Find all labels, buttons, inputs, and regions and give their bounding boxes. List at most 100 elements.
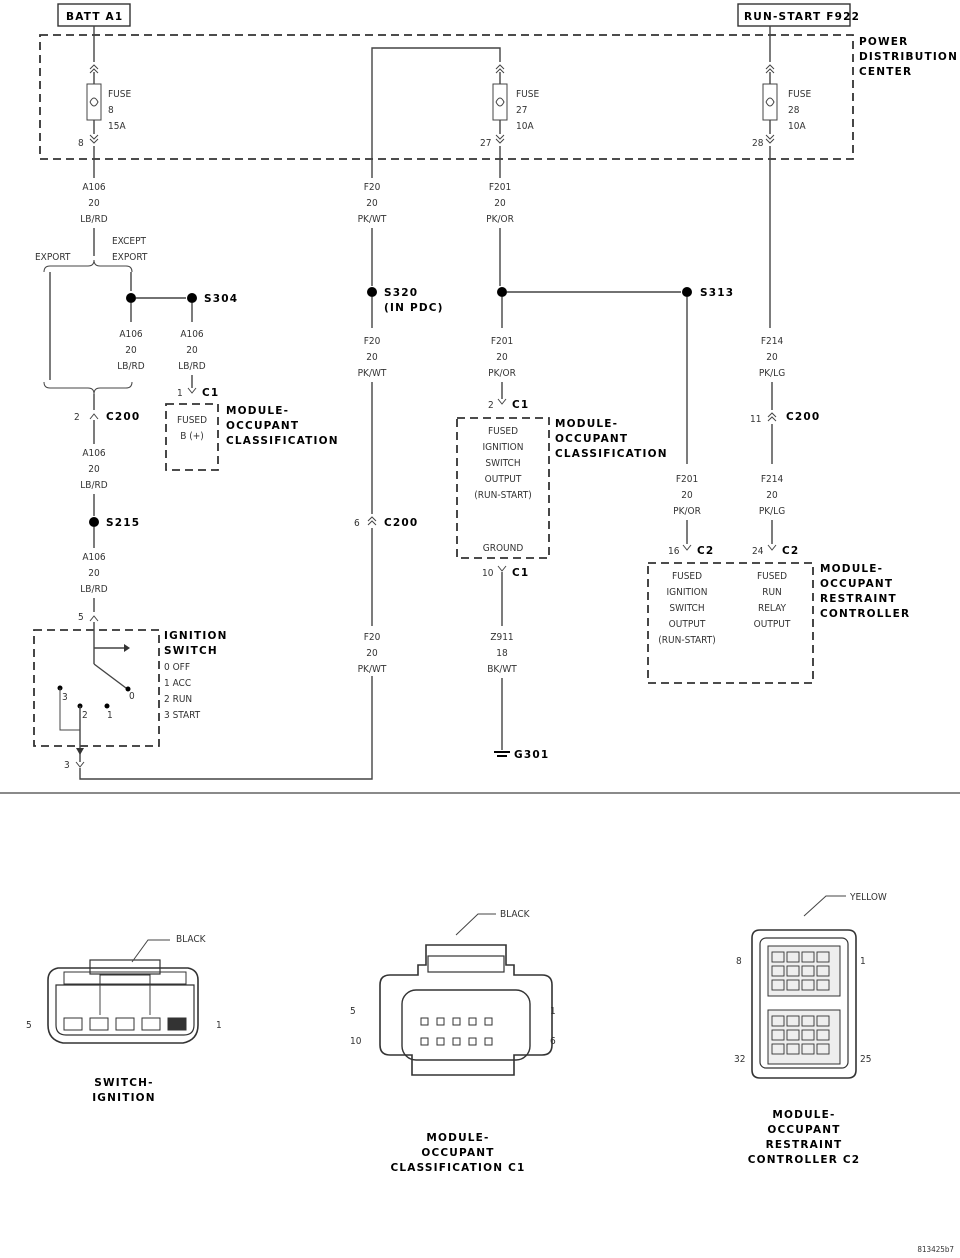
ign-pos-2: 2 RUN [164,694,192,705]
a106-left-code: A106 [119,329,143,340]
c200-label-f214: C200 [786,411,820,423]
pdc-label-3: CENTER [859,66,912,78]
ign-pos-num-0: 0 [129,691,135,702]
f214-top-gauge: 20 [766,352,778,363]
moc-mid-title-3: CLASSIFICATION [555,448,668,460]
splice-s304-label: S304 [204,293,238,305]
c200-label-f20: C200 [384,517,418,529]
c200-pin-9: 6 [354,518,360,529]
moc-left-pin-1: 1 [177,388,183,399]
export-label: EXPORT [35,252,71,263]
moc-view-title-1: MODULE- [426,1132,489,1144]
runstart-source-box [737,3,851,27]
moc-view-title-2: OCCUPANT [421,1147,494,1159]
f20-low-code: F20 [364,632,381,643]
f214-low-code: F214 [761,474,784,485]
orc-view-color: YELLOW [849,892,887,903]
f214-low-gauge: 20 [766,490,778,501]
a106-color: LB/RD [80,214,107,225]
f20-top-color: PK/WT [358,214,387,225]
moc-mid-b5: (RUN-START) [474,490,531,501]
fuse-8-num: 8 [108,105,114,116]
orc-a5: (RUN-START) [658,635,715,646]
fuse-27-symbol [492,83,508,121]
orc-c2-left: C2 [697,545,714,557]
pdc-label-2: DISTRIBUTION [859,51,958,63]
orc-view-pin-tl: 8 [736,956,742,967]
fuse-27-pin: 27 [480,138,491,149]
ign-pos-1: 1 ACC [164,678,191,689]
orc-pin-16: 16 [668,546,680,557]
orc-b1: FUSED [757,571,787,582]
c200-pin-11: 11 [750,414,761,425]
moc-left-module-box [165,403,219,471]
fuse-8-amp: 15A [108,121,126,132]
orc-b3: RELAY [758,603,787,614]
moc-left-c1: C1 [202,387,219,399]
a106-low-color: LB/RD [80,584,107,595]
f201-right-color: PK/OR [673,506,701,517]
f20-top-gauge: 20 [366,198,378,209]
splice-except-export-dot [126,293,136,303]
moc-mid-b2: IGNITION [483,442,524,453]
f20-mid-color: PK/WT [358,368,387,379]
splice-s320-dot [367,287,377,297]
z911-code: Z911 [490,632,513,643]
fuse-8-pin: 8 [78,138,84,149]
splice-s313-label: S313 [700,287,734,299]
fuse-27-amp: 10A [516,121,534,132]
moc-left-fused: FUSED [177,415,207,426]
ignition-switch-box [33,629,160,747]
moc-mid-b4: OUTPUT [485,474,522,485]
moc-mid-module-box [456,417,550,559]
f201-top-code: F201 [489,182,511,193]
moc-left-bplus: B (+) [180,431,204,442]
splice-s215-dot [89,517,99,527]
moc-mid-title-2: OCCUPANT [555,433,628,445]
fuse-27-word: FUSE [516,89,539,100]
f20-mid-gauge: 20 [366,352,378,363]
f201-mid-color: PK/OR [488,368,516,379]
a106-mid-code: A106 [82,448,106,459]
a106-mid-gauge: 20 [88,464,100,475]
ign-switch-title-2: SWITCH [164,645,218,657]
moc-left-title-1: MODULE- [226,405,289,417]
runstart-source-label: RUN-START F922 [744,11,860,23]
moc-c1-connector-view [379,913,553,1076]
fuse-27-num: 27 [516,105,527,116]
orc-view-pin-tr: 1 [860,956,866,967]
moc-view-color: BLACK [500,909,531,920]
orc-a3: SWITCH [669,603,704,614]
fuse-28-symbol [762,83,778,121]
fuse-28-pin: 28 [752,138,764,149]
moc-left-title-3: CLASSIFICATION [226,435,339,447]
fuse-8-symbol [86,83,102,121]
orc-module-box [647,562,814,684]
orc-b4: OUTPUT [754,619,791,630]
f20-low-gauge: 20 [366,648,378,659]
z911-gauge: 18 [496,648,508,659]
fuse-28-amp: 10A [788,121,806,132]
f201-right-code: F201 [676,474,698,485]
moc-mid-b1: FUSED [488,426,518,437]
f20-mid-code: F20 [364,336,381,347]
orc-c2-connector-view [751,895,857,1079]
splice-s320-sub: (IN PDC) [384,302,444,314]
orc-title-1: MODULE- [820,563,883,575]
ign-view-pin-left: 5 [26,1020,32,1031]
ign-pos-3: 3 START [164,710,201,721]
except-export-label-1: EXCEPT [112,236,147,247]
orc-b2: RUN [762,587,782,598]
ground-g301-label: G301 [514,749,549,761]
a106-left-color: LB/RD [117,361,144,372]
batt-source-label: BATT A1 [66,11,123,23]
ign-view-title-2: IGNITION [92,1092,156,1104]
moc-mid-title-1: MODULE- [555,418,618,430]
ignition-switch-connector-view [47,939,199,1044]
moc-view-pin-br: 6 [550,1036,556,1047]
ign-pos-num-2: 2 [82,710,88,721]
orc-a2: IGNITION [667,587,708,598]
a106-mid-color: LB/RD [80,480,107,491]
splice-s320-label: S320 [384,287,418,299]
